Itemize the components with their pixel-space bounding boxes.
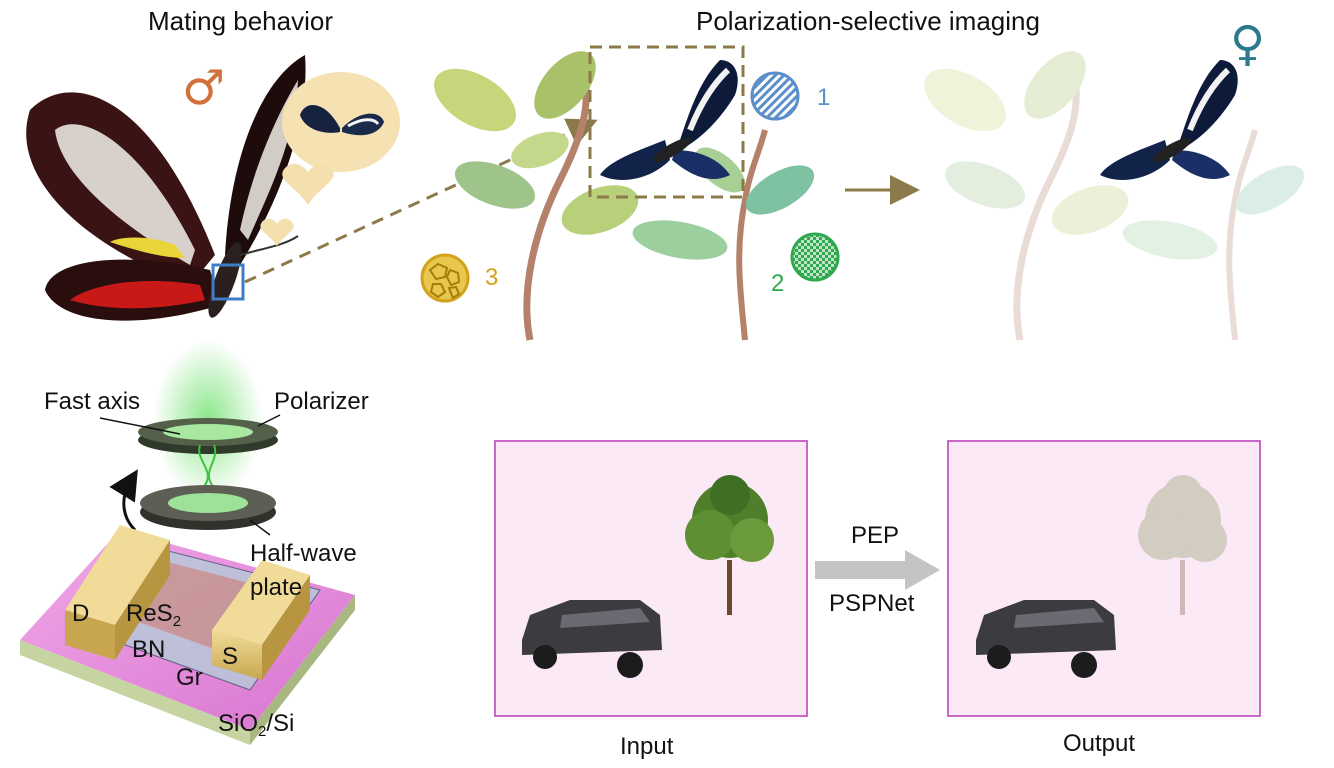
female-butterfly-result bbox=[1100, 60, 1238, 180]
marker-2-checkered bbox=[790, 232, 840, 282]
female-symbol-icon: ♀ bbox=[1230, 16, 1266, 72]
electrode-d bbox=[65, 525, 170, 660]
marker-2-label: 2 bbox=[771, 270, 785, 297]
polarizer-disk bbox=[138, 418, 278, 454]
marker-1-striped bbox=[750, 71, 800, 121]
input-car bbox=[522, 600, 662, 678]
male-symbol-icon: ♂ bbox=[182, 60, 226, 116]
pspnet-label: PSPNet bbox=[829, 590, 915, 617]
output-car bbox=[976, 600, 1116, 678]
marker-3-label: 3 bbox=[485, 264, 499, 291]
rotation-arrow bbox=[109, 469, 138, 532]
heart-icon bbox=[282, 163, 334, 205]
half-wave-leader bbox=[249, 519, 271, 536]
polarizer-label: Polarizer bbox=[274, 388, 369, 415]
bubble-butterfly bbox=[300, 105, 384, 136]
mating-behavior-title: Mating behavior bbox=[148, 6, 333, 36]
half-wave-label: Half-wave bbox=[250, 540, 357, 567]
marker-3-cellular bbox=[420, 253, 470, 303]
imaging-title: Polarization-selective imaging bbox=[696, 6, 1040, 36]
pipeline-arrow-head bbox=[905, 550, 940, 590]
output-tree-faded bbox=[1138, 475, 1227, 615]
input-tree bbox=[685, 475, 774, 615]
fast-axis-label: Fast axis bbox=[44, 388, 141, 415]
half-wave-plate-disk bbox=[140, 485, 276, 530]
heart-icon bbox=[260, 218, 294, 246]
source-label: S bbox=[222, 643, 239, 670]
marker-1-label: 1 bbox=[817, 84, 831, 111]
pep-label: PEP bbox=[851, 522, 900, 549]
selection-box bbox=[588, 45, 745, 199]
substrate-label: SiO2/Si bbox=[218, 710, 295, 740]
faded-plant-scene bbox=[924, 51, 1305, 341]
bn-label: BN bbox=[132, 636, 166, 663]
plate-label: plate bbox=[250, 574, 303, 601]
electrode-s bbox=[212, 560, 310, 680]
female-butterfly-scene bbox=[600, 60, 738, 180]
res2-label: ReS2 bbox=[126, 600, 182, 630]
drain-label: D bbox=[72, 600, 90, 627]
male-butterfly bbox=[26, 55, 306, 321]
zoom-box bbox=[211, 263, 245, 301]
output-label: Output bbox=[1063, 730, 1136, 757]
graphene-label: Gr bbox=[176, 664, 203, 691]
fast-axis-leader bbox=[99, 417, 181, 435]
thought-bubble bbox=[282, 72, 400, 172]
polarizer-leader bbox=[257, 414, 281, 427]
input-label: Input bbox=[620, 733, 674, 760]
plant-scene bbox=[434, 51, 815, 341]
